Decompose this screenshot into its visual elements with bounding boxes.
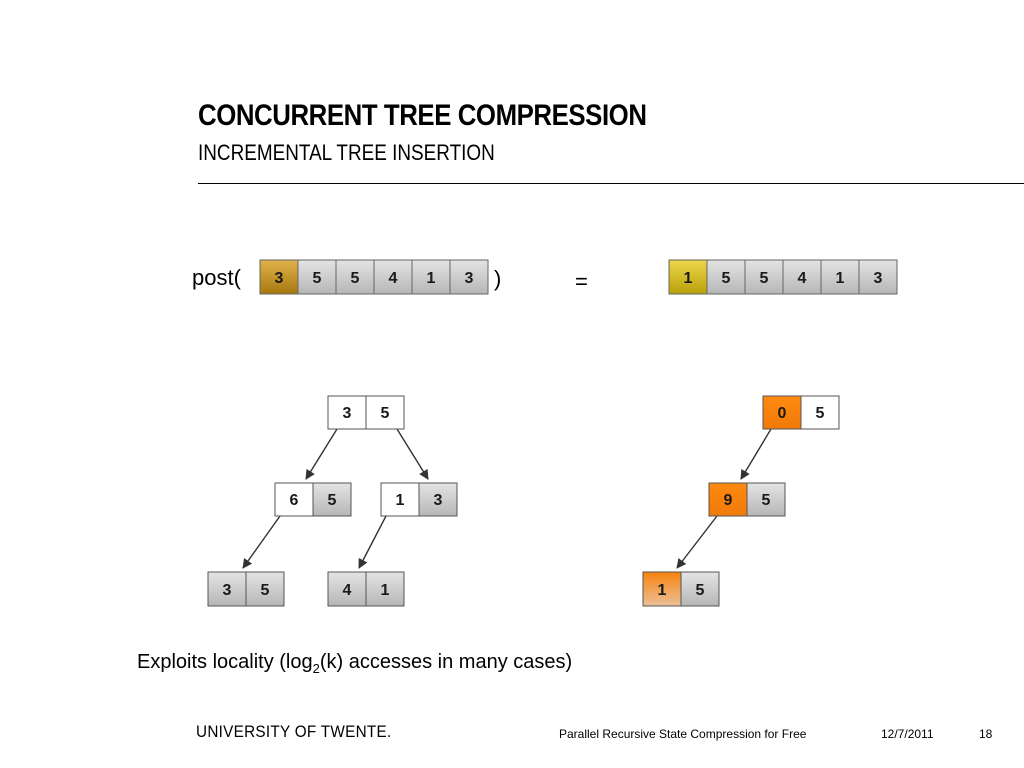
vector-cell: [335, 259, 375, 295]
vector-cell-value: 5: [313, 270, 322, 287]
node-cell: [800, 395, 840, 430]
node-cell-value: 5: [381, 405, 390, 422]
output-vector: 1 5 5 4 1 3: [668, 259, 898, 295]
node-cell-value: 4: [343, 582, 352, 599]
page-number: 18: [979, 727, 993, 741]
tree-edge-arrow: [676, 515, 718, 569]
node-cell: [312, 482, 352, 517]
node-cell-value: 5: [816, 405, 825, 422]
vector-cell: [858, 259, 898, 295]
vector-cell-value: 1: [427, 270, 436, 287]
vector-cell: [259, 259, 299, 295]
node-cell-value: 5: [261, 582, 270, 599]
vector-cell: [449, 259, 489, 295]
node-cell: [746, 482, 786, 517]
post-open-text: post(: [192, 265, 241, 290]
node-cell-value: 3: [223, 582, 232, 599]
node-cell-value: 1: [381, 582, 390, 599]
node-cell-value: 1: [658, 582, 667, 599]
tree-edge-arrow: [305, 428, 338, 480]
node-cell: [365, 395, 405, 430]
node-cell: [207, 571, 247, 607]
tree-node-right-child: 1 3: [380, 482, 458, 517]
slide-subtitle: INCREMENTAL TREE INSERTION: [198, 140, 495, 165]
slide-title: CONCURRENT TREE COMPRESSION: [198, 99, 647, 132]
node-cell: [274, 482, 314, 517]
vector-cell-value: 4: [798, 270, 807, 287]
tree-edge-arrow: [740, 428, 772, 480]
result-tree-root: 0 5: [762, 395, 840, 430]
tree-node-left-leaf: 3 5: [207, 571, 285, 607]
result-tree-child: 9 5: [708, 482, 786, 517]
equals-sign: =: [575, 269, 588, 294]
tree-node-root: 3 5: [327, 395, 405, 430]
title-divider: [198, 183, 1024, 184]
tree-node-left-child: 6 5: [274, 482, 352, 517]
vector-cell-value: 5: [351, 270, 360, 287]
vector-cell-value: 1: [684, 270, 693, 287]
tree-edge-arrow: [358, 515, 387, 569]
bullet-text-start: Exploits locality (log: [137, 651, 313, 673]
tree-node-right-leaf: 4 1: [327, 571, 405, 607]
node-cell: [418, 482, 458, 517]
tree-edge-arrow: [242, 515, 281, 569]
post-close-text: ): [494, 266, 502, 291]
vector-cell-value: 1: [836, 270, 845, 287]
vector-cell-value: 3: [275, 270, 284, 287]
university-logo: UNIVERSITY OF TWENTE.: [196, 722, 392, 741]
tree-edge-arrow: [396, 428, 429, 480]
node-cell-value: 5: [328, 492, 337, 509]
node-cell-value: 1: [396, 492, 405, 509]
bullet-text: Exploits locality (log2(k) accesses in m…: [137, 651, 572, 676]
node-cell-value: 3: [343, 405, 352, 422]
vector-cell: [297, 259, 337, 295]
footer-title: Parallel Recursive State Compression for…: [559, 727, 807, 741]
node-cell-value: 5: [696, 582, 705, 599]
node-cell: [365, 571, 405, 607]
vector-cell: [820, 259, 860, 295]
node-cell: [680, 571, 720, 607]
node-cell-value: 5: [762, 492, 771, 509]
node-cell-value: 9: [724, 492, 733, 509]
vector-cell: [782, 259, 822, 295]
vector-cell-value: 5: [760, 270, 769, 287]
vector-cell-value: 3: [874, 270, 883, 287]
log-base-subscript: 2: [312, 661, 320, 676]
node-cell: [327, 571, 367, 607]
result-tree-leaf: 1 5: [642, 571, 720, 607]
node-cell-value: 3: [434, 492, 443, 509]
vector-cell-value: 3: [465, 270, 474, 287]
node-cell-value: 0: [778, 405, 787, 422]
input-vector: 3 5 5 4 1 3: [259, 259, 489, 295]
vector-cell-value: 4: [389, 270, 398, 287]
vector-cell-value: 5: [722, 270, 731, 287]
node-cell-value: 6: [290, 492, 299, 509]
node-cell: [708, 482, 748, 517]
node-cell: [245, 571, 285, 607]
footer-date: 12/7/2011: [881, 727, 934, 741]
bullet-text-end: (k) accesses in many cases): [319, 651, 573, 673]
